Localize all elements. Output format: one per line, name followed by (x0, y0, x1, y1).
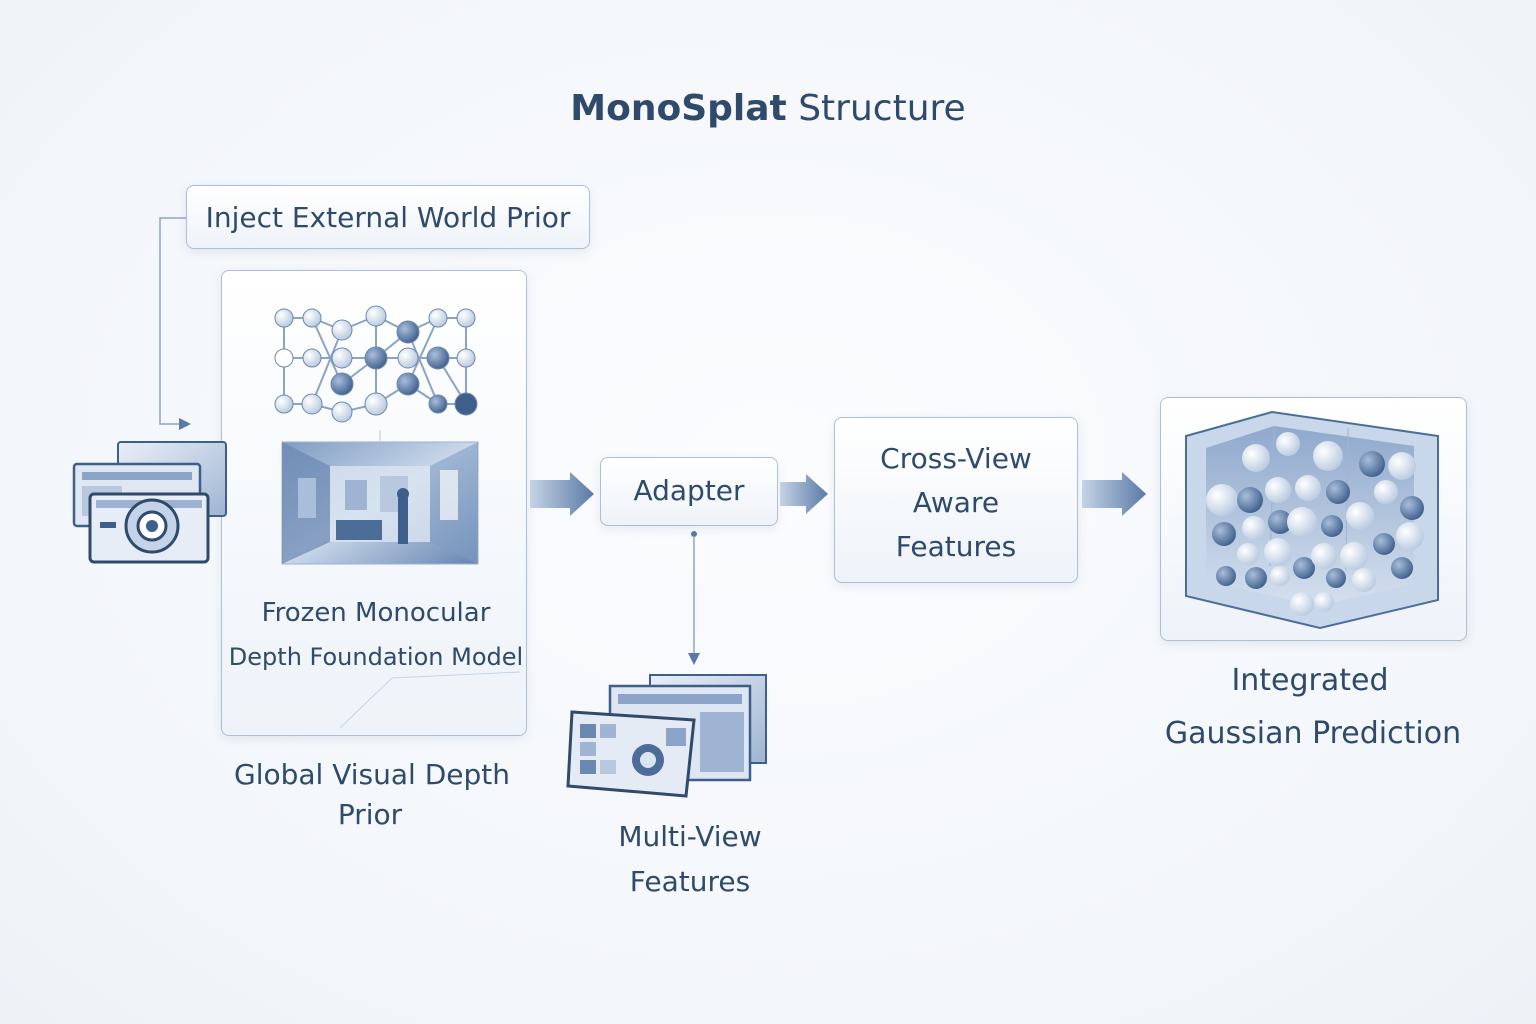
multiview-line1: Multi-View (618, 820, 762, 853)
global-prior-line1: Global Visual Depth (234, 758, 510, 791)
room-scene-image (281, 430, 479, 565)
adapter-feature-connector (688, 531, 700, 665)
crossview-box: Cross-View Aware Features (834, 417, 1078, 583)
title-rest: Structure (786, 88, 966, 129)
inject-prior-box: Inject External World Prior (186, 185, 590, 249)
inject-connector (159, 217, 191, 430)
title-bold: MonoSplat (570, 88, 787, 129)
gaussian-line2: Gaussian Prediction (1164, 716, 1462, 751)
frozen-model-label-line1: Frozen Monocular (261, 598, 491, 628)
frozen-box-decor-line2 (391, 671, 521, 679)
inject-prior-label: Inject External World Prior (205, 201, 571, 234)
global-prior-line2: Prior (337, 798, 403, 831)
arrow-right-icon (780, 474, 828, 514)
arrow-right-icon (1082, 472, 1146, 516)
gaussian-line1: Integrated (1231, 663, 1389, 698)
diagram-title: MonoSplat Structure (0, 88, 1536, 129)
crossview-line1: Cross-View (880, 442, 1032, 475)
arrow-right-icon (530, 472, 594, 516)
crossview-line3: Features (895, 530, 1017, 563)
crossview-line2: Aware (912, 486, 1000, 519)
adapter-label: Adapter (633, 474, 745, 507)
frozen-box-decor-line (339, 677, 393, 729)
adapter-box: Adapter (600, 457, 778, 526)
frozen-model-label-line2: Depth Foundation Model (228, 643, 524, 671)
network-nodes (274, 305, 478, 423)
feature-map-stack-icon (566, 674, 767, 798)
multiview-line2: Features (629, 865, 751, 898)
gaussian-cube-icon (1185, 410, 1439, 630)
camera-stack-icon (72, 441, 227, 564)
